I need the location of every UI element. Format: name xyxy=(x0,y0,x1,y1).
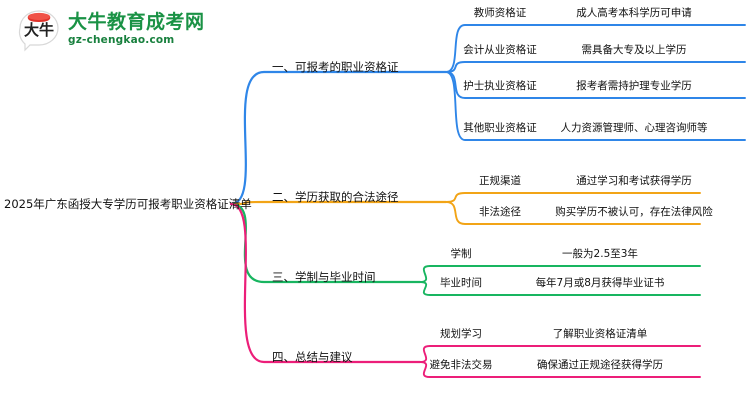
child-key-4-2[interactable]: 避免非法交易 xyxy=(429,359,493,371)
child-key-2-1[interactable]: 正规渠道 xyxy=(479,175,521,187)
child-key-4-1[interactable]: 规划学习 xyxy=(440,328,482,340)
bull-head-logo-icon: 大牛 xyxy=(16,6,62,52)
child-key-1-1[interactable]: 教师资格证 xyxy=(473,7,527,19)
child-value-4-1[interactable]: 了解职业资格证清单 xyxy=(552,328,648,340)
child-value-1-4[interactable]: 人力资源管理师、心理咨询师等 xyxy=(560,122,708,134)
branch-label-4[interactable]: 四、总结与建议 xyxy=(272,350,353,364)
branch-label-1[interactable]: 一、可报考的职业资格证 xyxy=(272,60,399,74)
site-logo: 大牛 大牛教育成考网 gz-chengkao.com xyxy=(16,6,205,52)
logo-subtitle: gz-chengkao.com xyxy=(68,33,175,46)
child-value-2-1[interactable]: 通过学习和考试获得学历 xyxy=(576,175,692,187)
child-value-1-3[interactable]: 报考者需持护理专业学历 xyxy=(576,80,692,92)
child-key-2-2[interactable]: 非法途径 xyxy=(479,206,521,218)
logo-title: 大牛教育成考网 xyxy=(68,10,205,33)
child-value-1-2[interactable]: 需具备大专及以上学历 xyxy=(581,44,687,56)
child-value-4-2[interactable]: 确保通过正规途径获得学历 xyxy=(537,359,663,371)
child-key-1-2[interactable]: 会计从业资格证 xyxy=(463,44,537,56)
branch-label-3[interactable]: 三、学制与毕业时间 xyxy=(272,270,376,284)
branch-label-2[interactable]: 二、学历获取的合法途径 xyxy=(272,190,399,204)
child-value-1-1[interactable]: 成人高考本科学历可申请 xyxy=(576,7,692,19)
child-key-3-2[interactable]: 毕业时间 xyxy=(440,277,482,289)
child-key-1-3[interactable]: 护士执业资格证 xyxy=(463,80,537,92)
child-value-2-2[interactable]: 购买学历不被认可，存在法律风险 xyxy=(555,206,713,218)
child-key-1-4[interactable]: 其他职业资格证 xyxy=(463,122,537,134)
child-value-3-2[interactable]: 每年7月或8月获得毕业证书 xyxy=(535,277,665,289)
root-node-label[interactable]: 2025年广东函授大专学历可报考职业资格证清单 xyxy=(4,197,252,211)
child-value-3-1[interactable]: 一般为2.5至3年 xyxy=(562,248,638,260)
svg-text:大牛: 大牛 xyxy=(24,21,54,39)
child-key-3-1[interactable]: 学制 xyxy=(450,248,472,260)
